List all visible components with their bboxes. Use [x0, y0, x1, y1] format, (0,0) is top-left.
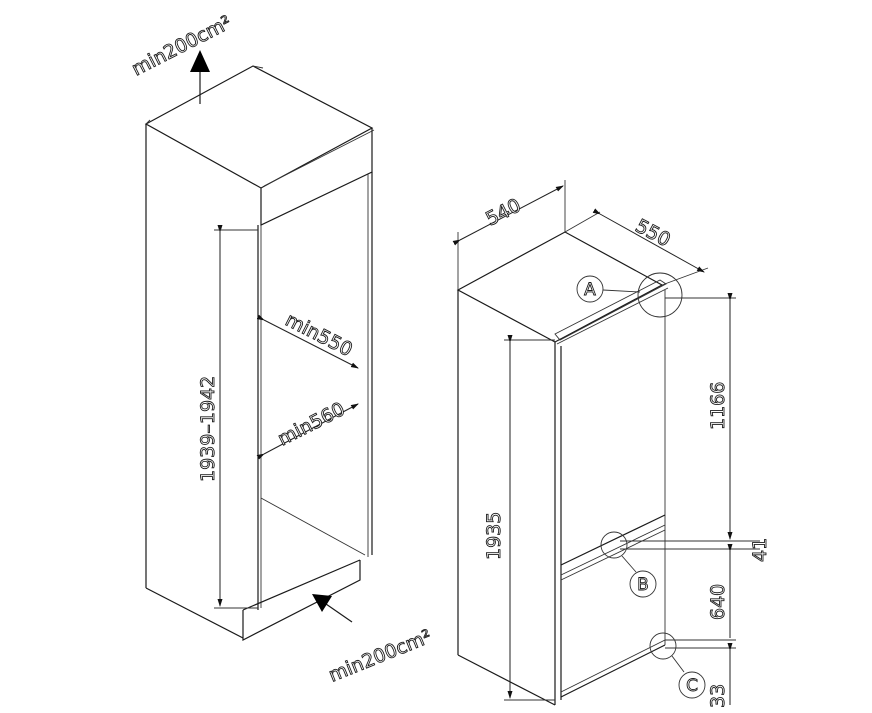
lower-offset-label: 640: [707, 584, 729, 620]
svg-text:C: C: [686, 676, 698, 696]
svg-text:B: B: [637, 575, 649, 595]
width-label: 540: [482, 194, 524, 230]
callout-b: B: [600, 531, 657, 598]
niche-width-dimension: [256, 403, 359, 460]
niche-height-dimension: [214, 225, 258, 609]
middle-gap-label: 41: [749, 538, 771, 562]
vent-top-label: min200cm²: [128, 12, 235, 81]
depth-label: 550: [632, 215, 674, 251]
svg-text:A: A: [584, 280, 596, 300]
vertical-dimension-chain: [620, 293, 760, 705]
vent-bottom-arrow: [312, 594, 353, 623]
niche-depth-dimension: [256, 314, 359, 369]
cabinet-top: [144, 65, 374, 189]
vent-bottom-label: min200cm²: [326, 626, 435, 687]
niche-cabinet: [144, 65, 375, 641]
appliance-top: [456, 231, 664, 343]
width-dimension: [452, 180, 566, 290]
upper-offset-label: 1166: [707, 382, 729, 430]
callout-a: A: [576, 272, 683, 318]
height-label: 1935: [483, 512, 505, 560]
appliance-body: [456, 231, 669, 706]
vent-top-arrow: [190, 50, 210, 104]
height-dimension: [504, 335, 555, 701]
niche-height-label: 1939–1942: [197, 376, 219, 482]
callout-c: C: [649, 632, 706, 699]
niche-width-label: min560: [274, 398, 348, 450]
bottom-offset-label: 33: [707, 684, 729, 708]
depth-dimension: [564, 208, 709, 286]
